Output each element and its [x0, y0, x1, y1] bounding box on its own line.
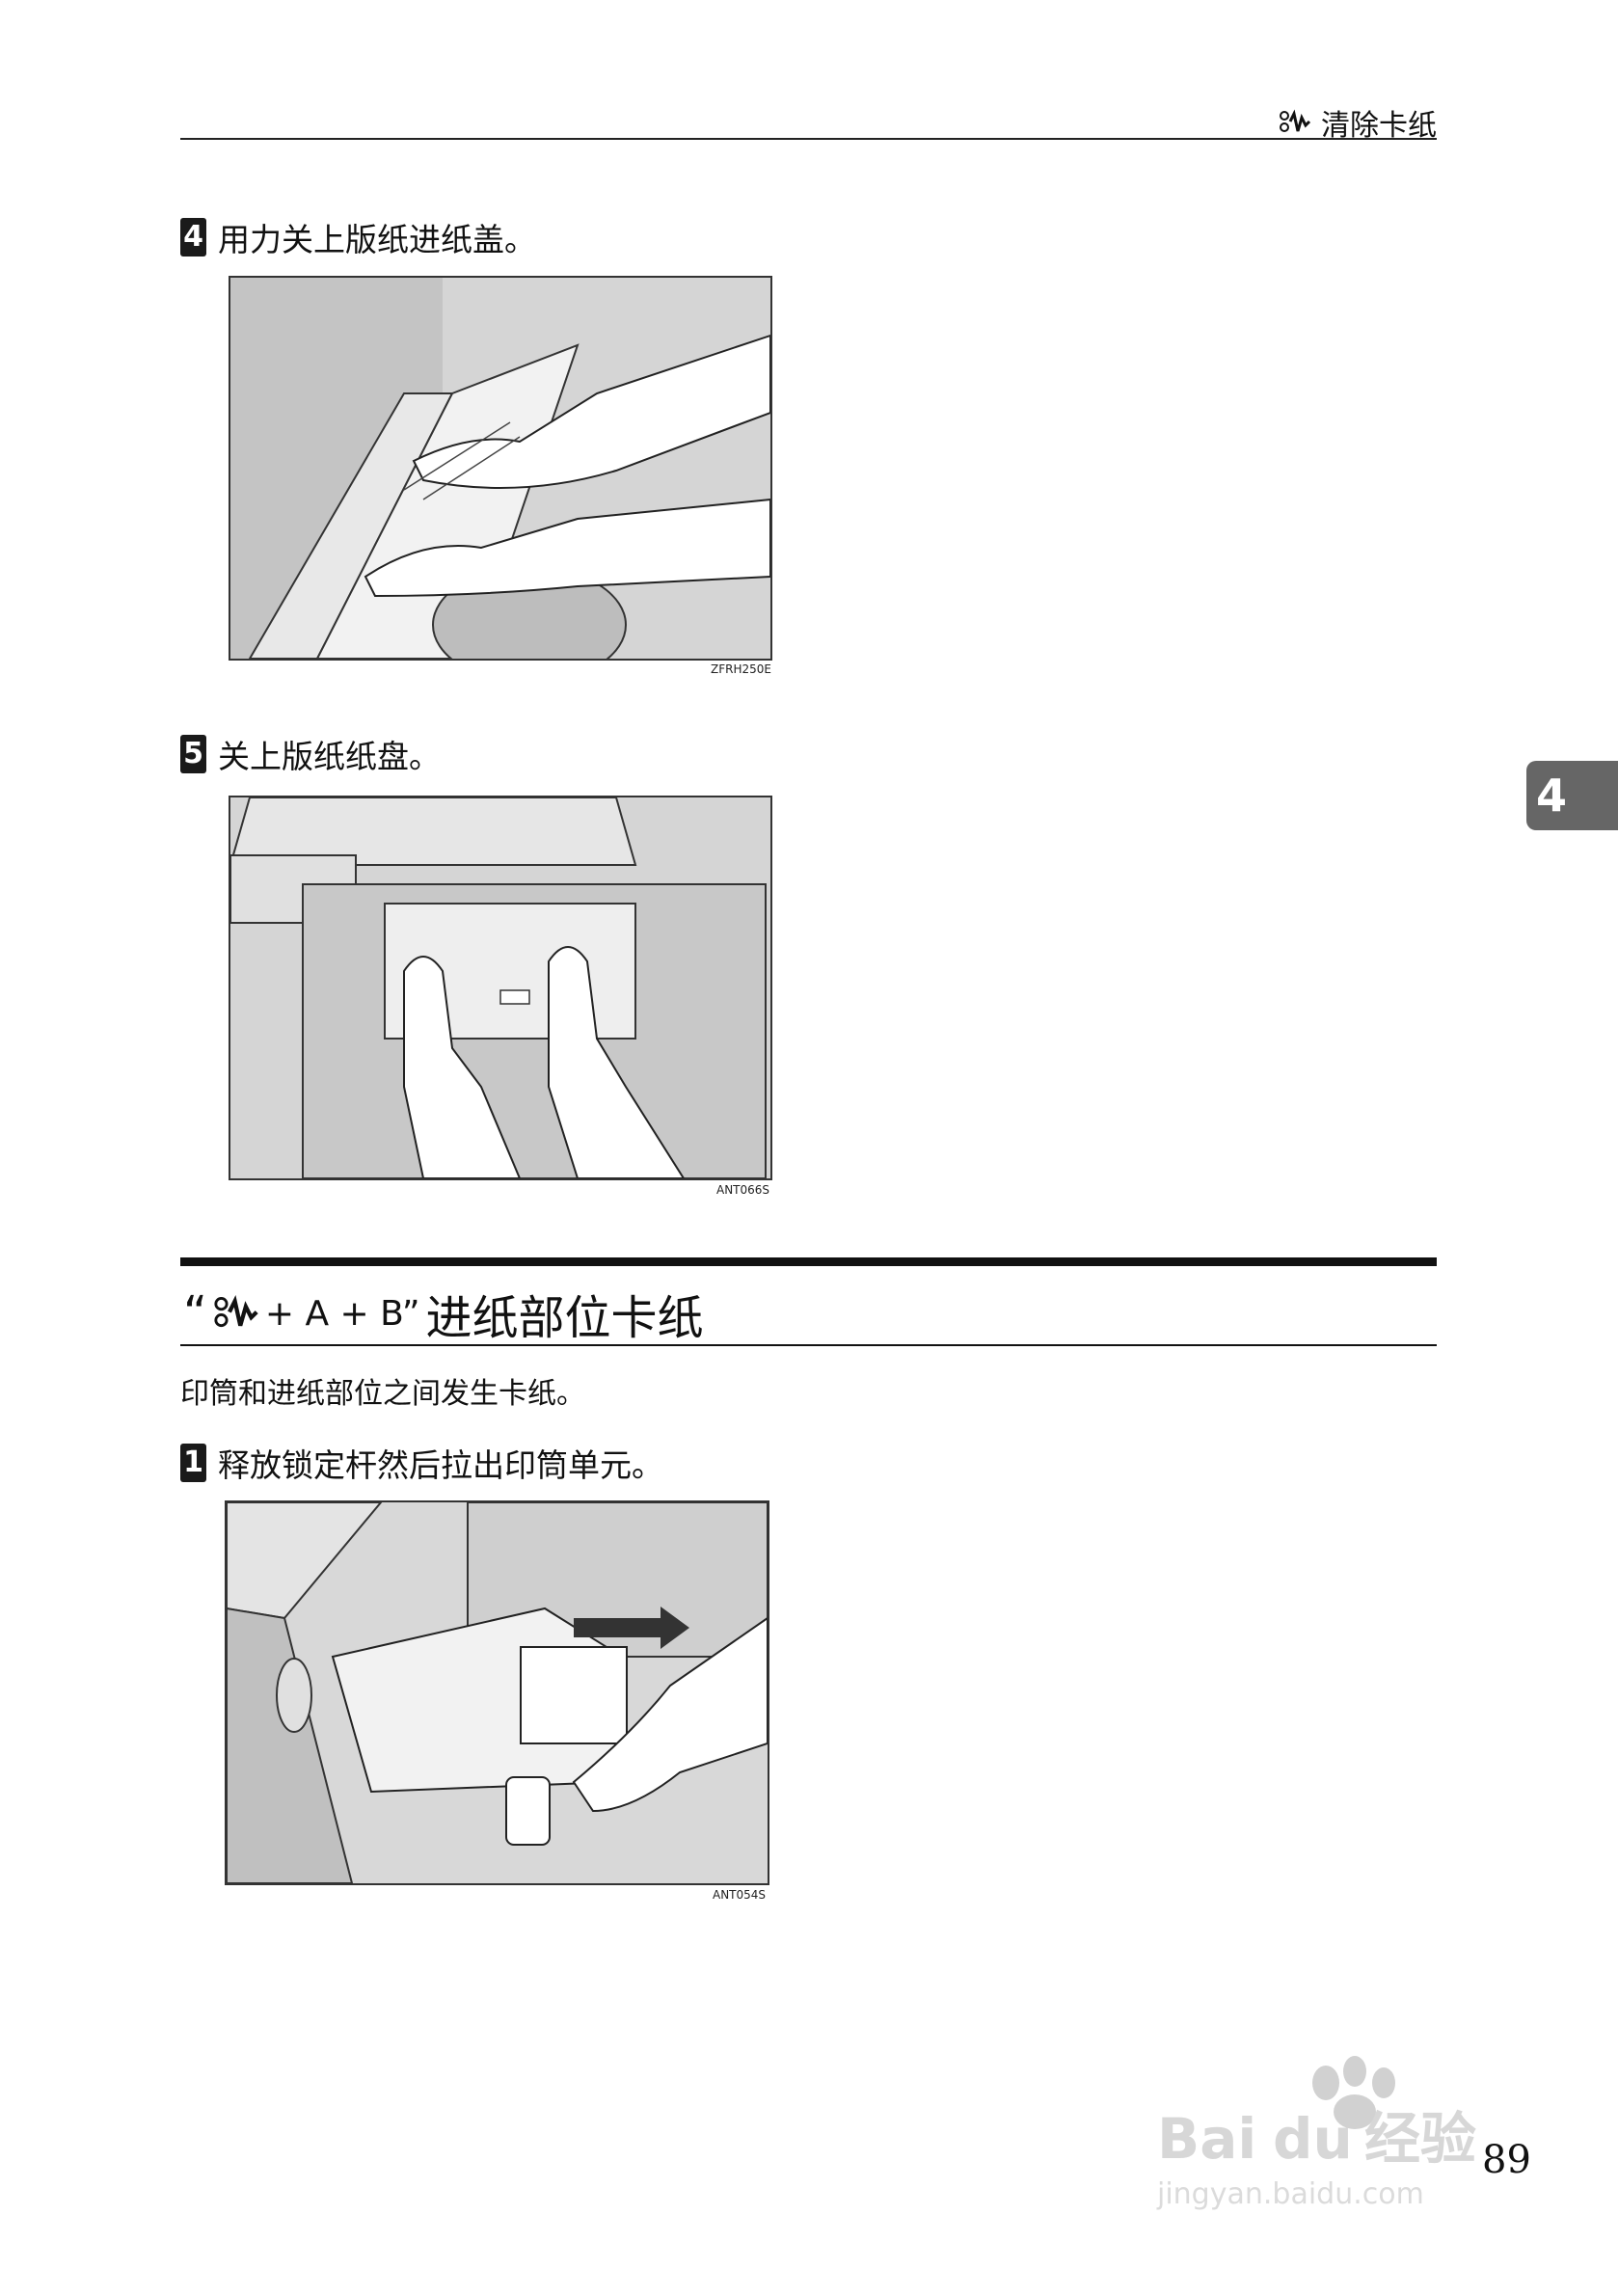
figure-code: ANT066S	[716, 1183, 770, 1197]
svg-text:du: du	[1273, 2106, 1353, 2172]
paper-jam-icon	[1280, 109, 1311, 132]
step-number: 5	[180, 735, 206, 773]
section-title: “ + A + B” 进纸部位卡纸	[183, 1280, 704, 1347]
figure-code: ZFRH250E	[711, 662, 771, 676]
header-title: 清除卡纸	[1321, 109, 1437, 143]
step-text: 释放锁定杆然后拉出印筒单元。	[218, 1446, 663, 1484]
svg-text:Bai: Bai	[1157, 2106, 1256, 2172]
chapter-tab: 4	[1526, 761, 1618, 830]
figure-code: ANT054S	[713, 1888, 767, 1902]
chapter-tab-label: 4	[1536, 770, 1568, 822]
step-text: 关上版纸纸盘。	[218, 738, 441, 775]
step-1: 1 释放锁定杆然后拉出印筒单元。	[180, 1440, 663, 1486]
paper-jam-icon	[214, 1295, 258, 1328]
step-number: 4	[180, 218, 206, 257]
section-title-open-quote: “	[183, 1286, 207, 1340]
watermark-logo: Bai du 经验 jingyan.baidu.com	[1156, 2056, 1476, 2211]
step-4: 4 用力关上版纸进纸盖。	[180, 214, 536, 260]
figure-pull-out-drum-unit	[225, 1500, 769, 1885]
step-number: 1	[180, 1444, 206, 1482]
section-rule-bottom	[180, 1344, 1437, 1346]
illustration-hands-closing-cover	[230, 278, 770, 659]
svg-text:经验: 经验	[1364, 2106, 1476, 2172]
section-rule-top	[180, 1257, 1437, 1266]
header-rule	[180, 138, 1437, 140]
step-5: 5 关上版纸纸盘。	[180, 731, 441, 777]
section-title-formula: + A + B”	[264, 1293, 420, 1334]
section-description: 印筒和进纸部位之间发生卡纸。	[180, 1377, 585, 1411]
section-title-text: 进纸部位卡纸	[425, 1291, 704, 1345]
figure-close-master-tray	[229, 796, 772, 1180]
illustration-pull-drum	[227, 1502, 768, 1883]
illustration-hands-closing-tray	[230, 797, 770, 1178]
page-number: 89	[1482, 2138, 1531, 2182]
svg-text:jingyan.baidu.com: jingyan.baidu.com	[1156, 2177, 1424, 2211]
step-text: 用力关上版纸进纸盖。	[218, 221, 536, 258]
figure-close-feed-cover	[229, 276, 772, 661]
running-header: 清除卡纸	[1279, 101, 1437, 144]
